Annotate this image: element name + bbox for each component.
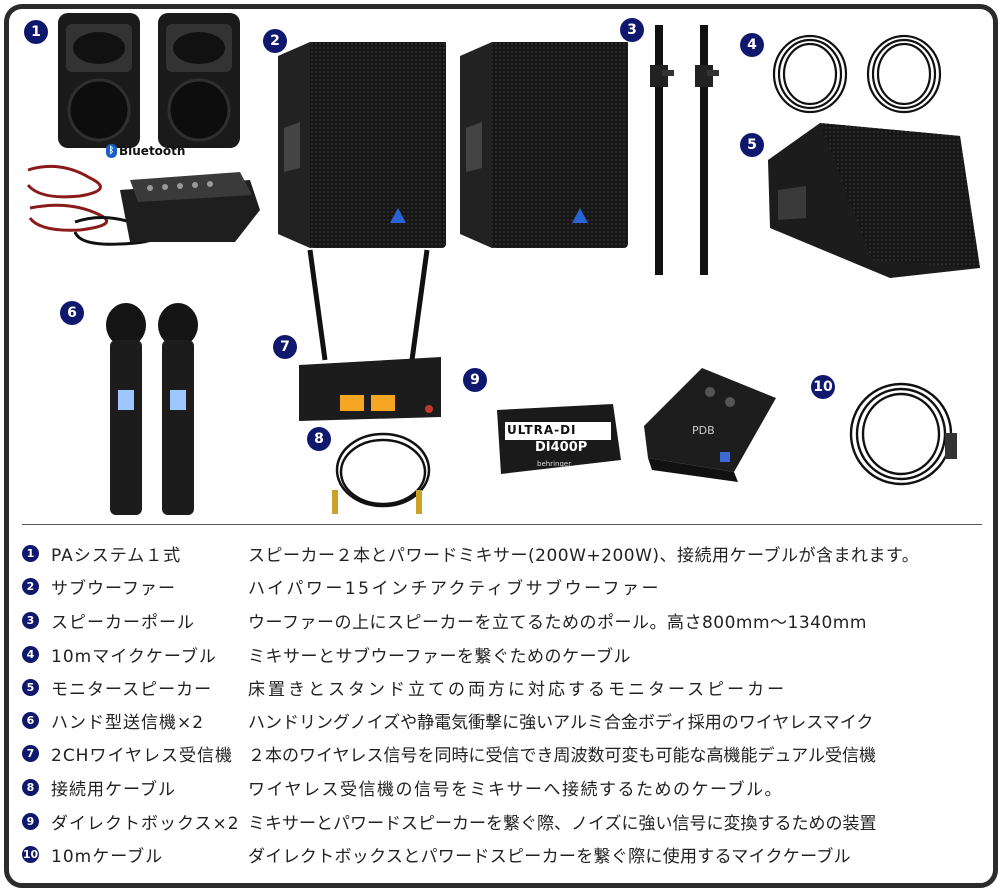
item-number-badge: 7: [22, 745, 39, 762]
mic-cable-10m-image: [772, 34, 942, 114]
item-row-4: 4 10mマイクケーブル ミキサーとサブウーファーを繋ぐためのケーブル: [22, 638, 631, 671]
item-row-2: 2 サブウーファー ハイパワー15インチアクティブサブウーファー: [22, 570, 661, 603]
product-badge-1: 1: [24, 20, 48, 44]
item-desc: スピーカー２本とパワードミキサー(200W+200W)、接続用ケーブルが含まれま…: [248, 546, 920, 566]
item-row-1: 1 PAシステム１式 スピーカー２本とパワードミキサー(200W+200W)、接…: [22, 537, 919, 570]
item-number-badge: 9: [22, 813, 39, 830]
item-number-badge: 8: [22, 779, 39, 796]
item-row-8: 8 接続用ケーブル ワイヤレス受信機の信号をミキサーへ接続するためのケーブル。: [22, 771, 783, 804]
item-row-6: 6 ハンド型送信機×2 ハンドリングノイズや静電気衝撃に強いアルミ合金ボディ採用…: [22, 704, 873, 737]
pdb-di-box-image: PDB: [640, 362, 780, 487]
item-desc: ダイレクトボックスとパワードスピーカーを繋ぐ際に使用するマイクケーブル: [248, 847, 851, 867]
item-desc: ウーファーの上にスピーカーを立てるためのポール。高さ800mm〜1340mm: [248, 613, 867, 633]
item-number-badge: 10: [22, 846, 39, 863]
item-row-3: 3 スピーカーポール ウーファーの上にスピーカーを立てるためのポール。高さ800…: [22, 604, 867, 637]
di400p-maker: behringer: [537, 460, 572, 468]
di400p-brand: ULTRA-DI: [507, 423, 577, 437]
handheld-mic-image: [106, 303, 198, 515]
item-name: PAシステム１式: [51, 546, 182, 566]
subwoofer-image: [278, 42, 628, 248]
connection-cable-image: [332, 432, 431, 514]
item-number-badge: 4: [22, 646, 39, 663]
item-name: 2CHワイヤレス受信機: [51, 746, 233, 766]
cable-10m-image: [849, 382, 957, 486]
product-badge-5: 5: [740, 133, 764, 157]
item-name: スピーカーポール: [51, 613, 195, 633]
product-badge-3: 3: [620, 18, 644, 42]
item-desc: ハイパワー15インチアクティブサブウーファー: [248, 579, 662, 599]
item-row-5: 5 モニタースピーカー 床置きとスタンド立ての両方に対応するモニタースピーカー: [22, 671, 787, 704]
product-badge-7: 7: [273, 335, 297, 359]
speaker-pole-image: [650, 25, 719, 275]
item-name: モニタースピーカー: [51, 680, 213, 700]
item-name: 10mケーブル: [51, 847, 164, 867]
bluetooth-icon: ᛒ: [106, 144, 117, 158]
item-name: ダイレクトボックス×2: [51, 814, 240, 834]
product-badge-6: 6: [60, 301, 84, 325]
bluetooth-label: ᛒ Bluetooth: [106, 144, 185, 158]
product-badge-9: 9: [463, 368, 487, 392]
di400p-image: ULTRA-DI DI400P behringer: [495, 400, 623, 478]
item-name: 10mマイクケーブル: [51, 647, 217, 667]
item-desc: ミキサーとパワードスピーカーを繋ぐ際、ノイズに強い信号に変換するための装置: [248, 814, 877, 834]
di400p-model: DI400P: [535, 440, 588, 455]
item-row-10: 10 10mケーブル ダイレクトボックスとパワードスピーカーを繋ぐ際に使用するマ…: [22, 838, 851, 871]
item-desc: ハンドリングノイズや静電気衝撃に強いアルミ合金ボディ採用のワイヤレスマイク: [248, 713, 874, 733]
item-number-badge: 1: [22, 545, 39, 562]
item-number-badge: 6: [22, 712, 39, 729]
product-badge-2: 2: [263, 29, 287, 53]
item-desc: ２本のワイヤレス信号を同時に受信でき周波数可変も可能な高機能デュアル受信機: [248, 746, 876, 766]
bluetooth-text: Bluetooth: [119, 144, 186, 158]
product-badge-8: 8: [307, 427, 331, 451]
item-name: サブウーファー: [51, 579, 176, 599]
pa-system-image: [26, 13, 260, 246]
item-desc: ミキサーとサブウーファーを繋ぐためのケーブル: [248, 647, 631, 667]
section-divider: [22, 524, 982, 525]
item-desc: ワイヤレス受信機の信号をミキサーへ接続するためのケーブル。: [248, 780, 783, 800]
item-number-badge: 3: [22, 612, 39, 629]
item-number-badge: 5: [22, 679, 39, 696]
product-badge-4: 4: [740, 33, 764, 57]
pdb-label: PDB: [692, 424, 715, 437]
wireless-receiver-image: [299, 249, 441, 421]
item-name: ハンド型送信機×2: [51, 713, 205, 733]
product-badge-10: 10: [811, 375, 835, 399]
item-row-9: 9 ダイレクトボックス×2 ミキサーとパワードスピーカーを繋ぐ際、ノイズに強い信…: [22, 805, 877, 838]
monitor-speaker-image: [768, 123, 980, 278]
item-desc: 床置きとスタンド立ての両方に対応するモニタースピーカー: [248, 680, 788, 700]
item-name: 接続用ケーブル: [51, 780, 176, 800]
item-row-7: 7 2CHワイヤレス受信機 ２本のワイヤレス信号を同時に受信でき周波数可変も可能…: [22, 737, 876, 770]
item-number-badge: 2: [22, 578, 39, 595]
